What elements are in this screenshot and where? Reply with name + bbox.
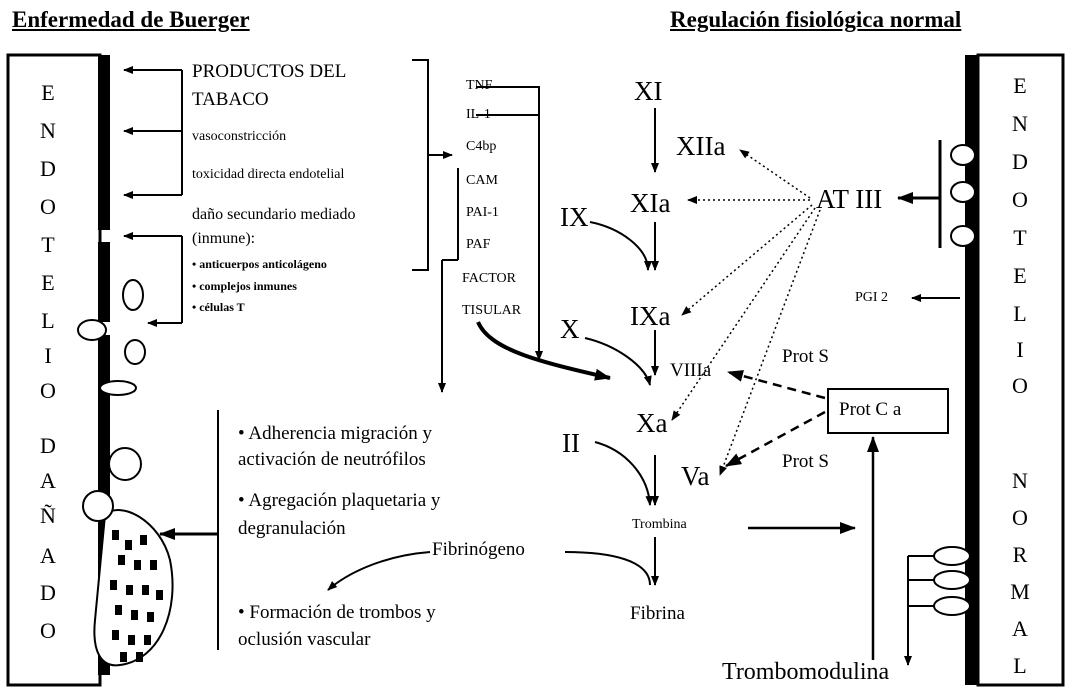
left-letter: O: [28, 196, 68, 218]
protein-s-top-label: Prot S: [782, 347, 829, 366]
protein-s-bottom-label: Prot S: [782, 452, 829, 471]
effect-neutrophils: • Adherencia migración y: [238, 424, 432, 443]
effect-thrombus-2: oclusión vascular: [238, 630, 370, 649]
factor-xi: XI: [634, 78, 663, 105]
effect-neutrophils-2: activación de neutrófilos: [238, 450, 426, 469]
right-letter: O: [1000, 375, 1040, 397]
left-letter: L: [28, 310, 68, 332]
fibrin-label: Fibrina: [630, 604, 685, 623]
left-letter: A: [28, 470, 68, 492]
right-title: Regulación fisiológica normal: [670, 8, 961, 31]
thrombomodulin-label: Trombomodulina: [722, 660, 889, 684]
mediator-pai1: PAI-1: [466, 206, 499, 220]
right-letter: L: [1000, 303, 1040, 325]
right-letter: A: [1000, 618, 1040, 640]
left-letter: I: [28, 345, 68, 367]
right-letter: M: [1000, 581, 1040, 603]
fibrinogen-label: Fibrinógeno: [432, 540, 525, 559]
protein-c-label: Prot C a: [839, 400, 901, 419]
toxicity-label: toxicidad directa endotelial: [192, 168, 344, 182]
left-letter: D: [28, 582, 68, 604]
vasoconstriction-label: vasoconstricción: [192, 130, 286, 144]
factor-ix: IX: [560, 204, 589, 231]
bullet-t-cells: • células T: [192, 301, 245, 313]
right-letter: D: [1000, 151, 1040, 173]
immune-damage-label-2: (inmune):: [192, 231, 255, 247]
bullet-immune-complexes: • complejos inmunes: [192, 280, 297, 292]
right-letter: L: [1000, 655, 1040, 677]
right-letter: R: [1000, 544, 1040, 566]
protein-c-box: Prot C a: [827, 388, 949, 434]
tobacco-products-label-2: TABACO: [192, 90, 269, 109]
left-letter: D: [28, 158, 68, 180]
right-letter: T: [1000, 227, 1040, 249]
right-letter: O: [1000, 189, 1040, 211]
factor-ixa: IXa: [630, 303, 670, 330]
left-letter: T: [28, 234, 68, 256]
left-letter: A: [28, 545, 68, 567]
effect-thrombus: • Formación de trombos y: [238, 603, 436, 622]
mediator-paf: PAF: [466, 238, 490, 252]
connectors: [124, 60, 960, 665]
left-letter: N: [28, 120, 68, 142]
mediator-factor: FACTOR: [462, 272, 516, 286]
left-title: Enfermedad de Buerger: [12, 8, 250, 31]
effect-platelets: • Agregación plaquetaria y: [238, 491, 440, 510]
mediator-cam: CAM: [466, 174, 498, 188]
mediator-c4bp: C4bp: [466, 140, 496, 154]
mediator-tnf: TNF: [466, 79, 492, 93]
factor-x: X: [560, 316, 580, 343]
left-letter: E: [28, 82, 68, 104]
effect-platelets-2: degranulación: [238, 519, 346, 538]
antithrombin-label: AT III: [816, 186, 882, 213]
right-letter: N: [1000, 113, 1040, 135]
mediator-il1: IL-1: [466, 108, 491, 122]
factor-va: Va: [681, 463, 710, 490]
right-letter: E: [1000, 75, 1040, 97]
tobacco-products-label: PRODUCTOS DEL: [192, 62, 346, 81]
right-letter: I: [1000, 339, 1040, 361]
right-letter: E: [1000, 265, 1040, 287]
left-letter: E: [28, 272, 68, 294]
left-letter: Ñ: [28, 505, 68, 527]
right-letter: O: [1000, 507, 1040, 529]
mediator-tisular: TISULAR: [462, 304, 521, 318]
left-letter: O: [28, 620, 68, 642]
bullet-anticollagen: • anticuerpos anticolágeno: [192, 258, 327, 270]
factor-ii: II: [562, 430, 580, 457]
left-letter: D: [28, 435, 68, 457]
right-letter: N: [1000, 470, 1040, 492]
factor-xia: XIa: [630, 190, 670, 217]
immune-damage-label: daño secundario mediado: [192, 207, 356, 223]
factor-xa: Xa: [636, 410, 667, 437]
thrombin-label: Trombina: [632, 518, 687, 532]
pgi2-label: PGI 2: [855, 291, 888, 305]
left-letter: O: [28, 380, 68, 402]
factor-xiia: XIIa: [676, 133, 725, 160]
factor-viiia: VIIIa: [670, 361, 711, 380]
